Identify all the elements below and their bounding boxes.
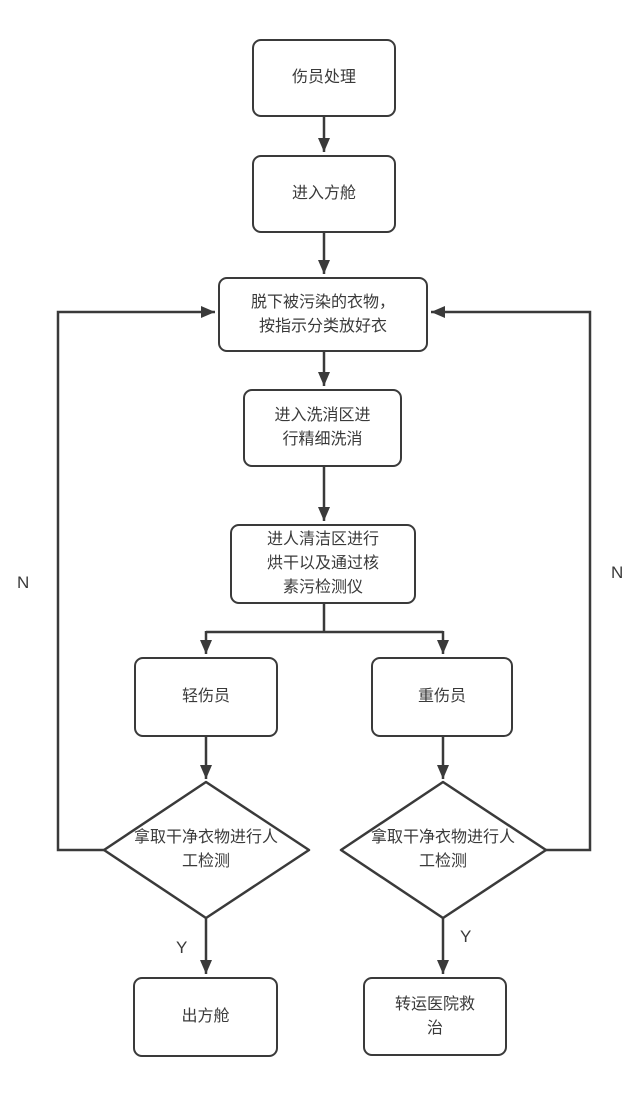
edge-label-left-no: N: [17, 573, 30, 592]
node-exit-cabin-label: 出方舱: [181, 1008, 230, 1025]
edge-check-left-no-loop: [56, 306, 215, 852]
node-clean-area-detector[interactable]: 进人清洁区进行 烘干以及通过核 素污检测仪: [230, 524, 416, 604]
node-check-left-label: 拿取干净衣物进行人 工检测: [133, 829, 278, 870]
node-light-injury-label: 轻伤员: [181, 688, 230, 705]
node-washing-area[interactable]: 进入洗消区进 行精细洗消: [243, 389, 402, 467]
node-transfer-hospital-label: 转运医院救 治: [394, 995, 475, 1037]
node-heavy-injury-label: 重伤员: [417, 688, 466, 705]
edge-check-right-no-loop: [431, 306, 592, 852]
node-washing-area-label: 进入洗消区进 行精细洗消: [274, 407, 371, 448]
node-undress-sort-clothes-label: 脱下被污染的衣物， 按指示分类放好衣: [250, 293, 395, 335]
node-clean-area-detector-label: 进人清洁区进行 烘干以及通过核 素污检测仪: [266, 531, 379, 596]
node-exit-cabin[interactable]: 出方舱: [133, 977, 278, 1057]
node-undress-sort-clothes[interactable]: 脱下被污染的衣物， 按指示分类放好衣: [218, 277, 428, 352]
node-enter-cabin-label: 进入方舱: [291, 185, 356, 202]
node-casualty-processing-label: 伤员处理: [291, 69, 356, 86]
edge-label-right-no: N: [611, 563, 624, 582]
node-light-injury[interactable]: 轻伤员: [134, 657, 278, 737]
node-heavy-injury[interactable]: 重伤员: [371, 657, 513, 737]
node-casualty-processing[interactable]: 伤员处理: [252, 39, 396, 117]
edge-label-left-yes: Y: [176, 938, 188, 957]
node-enter-cabin[interactable]: 进入方舱: [252, 155, 396, 233]
node-check-right-label: 拿取干净衣物进行人 工检测: [370, 829, 515, 870]
node-transfer-hospital[interactable]: 转运医院救 治: [363, 977, 507, 1056]
edge-label-right-yes: Y: [460, 927, 472, 946]
